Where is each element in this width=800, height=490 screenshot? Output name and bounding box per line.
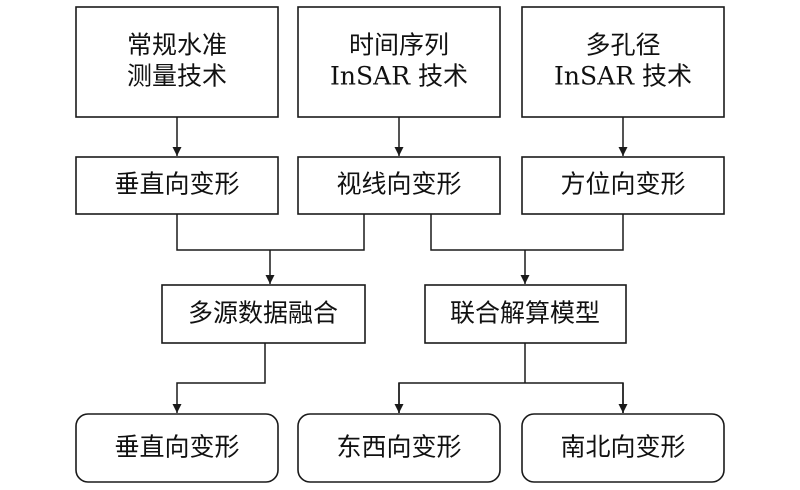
output-north-south-label: 南北向变形 — [560, 433, 685, 462]
joint-model-label: 联合解算模型 — [450, 299, 600, 328]
connector-vertical-los-merge — [176, 214, 365, 251]
los-deformation-node: 视线向变形 — [297, 156, 501, 215]
connector-joint-model-split — [398, 382, 624, 413]
output-vertical-label: 垂直向变形 — [114, 433, 239, 462]
leveling-label-line-1: 常规水准 — [127, 31, 227, 60]
fusion-label: 多源数据融合 — [188, 299, 338, 328]
joint-model-node: 联合解算模型 — [424, 284, 627, 344]
vertical-deformation-node: 垂直向变形 — [75, 156, 279, 215]
los-deformation-label: 视线向变形 — [336, 170, 461, 199]
ts-insar-node: 时间序列 InSAR 技术 — [297, 6, 501, 118]
mai-insar-label-line-1: 多孔径 — [585, 31, 660, 60]
leveling-label-line-2: 测量技术 — [127, 62, 227, 91]
output-east-west-node: 东西向变形 — [297, 413, 501, 483]
output-vertical-node: 垂直向变形 — [75, 413, 279, 483]
mai-insar-label-line-2: InSAR 技术 — [554, 62, 692, 91]
azimuth-deformation-label: 方位向变形 — [560, 170, 685, 199]
ts-insar-label-line-2: InSAR 技术 — [330, 62, 468, 91]
azimuth-deformation-node: 方位向变形 — [521, 156, 725, 215]
output-north-south-node: 南北向变形 — [521, 413, 725, 483]
ts-insar-label-line-1: 时间序列 — [349, 31, 449, 60]
leveling-node: 常规水准 测量技术 — [75, 6, 279, 118]
output-east-west-label: 东西向变形 — [336, 433, 461, 462]
mai-insar-node: 多孔径 InSAR 技术 — [521, 6, 725, 118]
arrow-fusion-to-vertical-output — [172, 343, 266, 413]
vertical-deformation-label: 垂直向变形 — [114, 170, 239, 199]
connector-los-azimuth-merge — [430, 214, 624, 251]
fusion-node: 多源数据融合 — [161, 284, 366, 344]
